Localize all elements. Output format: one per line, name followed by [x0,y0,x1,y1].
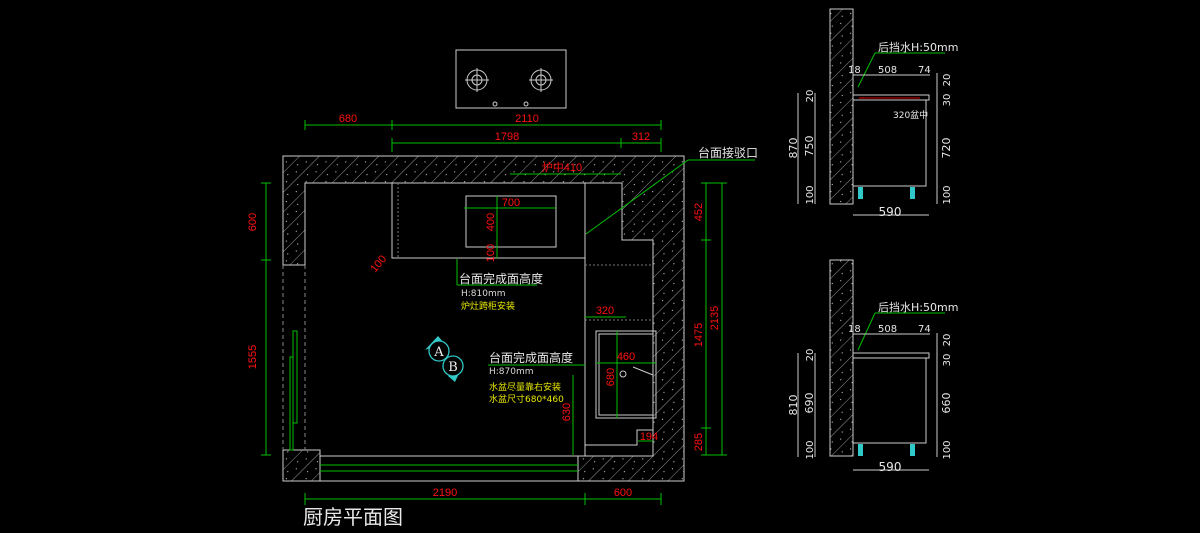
drawing-title: 厨房平面图 [303,505,403,529]
sink [595,330,657,419]
burner-icon [465,68,489,92]
svg-text:508: 508 [878,324,897,335]
svg-text:30: 30 [942,94,953,107]
dim-2110: 2110 [515,113,539,125]
section-a-splash-label: 后挡水H:50mm [878,40,958,54]
dim-100-diag: 100 [368,253,389,275]
dim-stove-center: 炉中410 [542,161,582,174]
section-b: 后挡水H:50mm 18 508 74 810 20 690 100 20 30… [787,259,958,474]
svg-text:20: 20 [942,74,953,87]
burner-icon [529,68,553,92]
note2-title: 台面完成面高度 [489,350,573,365]
svg-text:20: 20 [942,334,953,347]
svg-text:20: 20 [805,90,816,103]
svg-text:810: 810 [787,395,800,416]
svg-text:20: 20 [805,349,816,362]
dim-600: 600 [614,487,632,499]
svg-text:750: 750 [803,136,816,157]
dim-680: 680 [339,113,357,125]
note2-height: H:870mm [489,367,534,377]
dim-680: 680 [605,368,617,386]
svg-text:660: 660 [940,393,953,414]
section-a: 后挡水H:50mm 18 508 74 320盆中 870 20 750 100… [787,8,958,219]
section-b-splash-label: 后挡水H:50mm [878,300,958,314]
svg-text:100: 100 [942,440,953,459]
dim-320: 320 [596,305,614,317]
dim-1475: 1475 [693,323,705,347]
dim-2190: 2190 [433,487,457,499]
dim-100: 100 [485,244,497,262]
note1-height: H:810mm [461,289,506,299]
dim-312: 312 [632,131,650,143]
svg-text:30: 30 [942,354,953,367]
dim-285: 285 [693,433,705,451]
dim-700: 700 [502,197,520,209]
dim-2135: 2135 [709,306,721,330]
svg-text:74: 74 [918,324,931,335]
dim-1798: 1798 [495,131,519,143]
svg-text:100: 100 [805,185,816,204]
svg-text:100: 100 [942,185,953,204]
note1-title: 台面完成面高度 [459,271,543,286]
svg-text:B: B [448,360,458,375]
svg-text:690: 690 [803,393,816,414]
svg-text:18: 18 [848,65,861,76]
svg-text:590: 590 [879,205,902,219]
svg-text:870: 870 [787,138,800,159]
walls [282,155,685,482]
dim-left-600: 600 [247,213,259,231]
svg-text:74: 74 [918,65,931,76]
svg-text:590: 590 [879,460,902,474]
joint-label: 台面接驳口 [698,145,758,160]
dim-194: 194 [640,431,658,443]
dim-630: 630 [561,403,573,421]
svg-text:720: 720 [940,138,953,159]
top-dimensions [304,120,662,152]
svg-text:508: 508 [878,65,897,76]
section-marker-a[interactable]: A [425,336,450,362]
svg-text:320盆中: 320盆中 [893,109,928,121]
dim-452: 452 [693,203,705,221]
dim-left-1555: 1555 [247,345,259,369]
note2-detail1: 水盆尽量靠右安装 [489,381,561,393]
svg-text:A: A [433,345,444,360]
dim-400: 400 [485,213,497,231]
stove-hob [455,49,567,109]
svg-text:100: 100 [805,440,816,459]
section-marker-b[interactable]: B [442,355,464,382]
dim-460: 460 [617,351,635,363]
note2-detail2: 水盆尺寸680*460 [489,393,564,405]
countertop [391,183,653,456]
note1-detail: 炉灶跨柜安装 [461,300,515,312]
svg-text:18: 18 [848,324,861,335]
